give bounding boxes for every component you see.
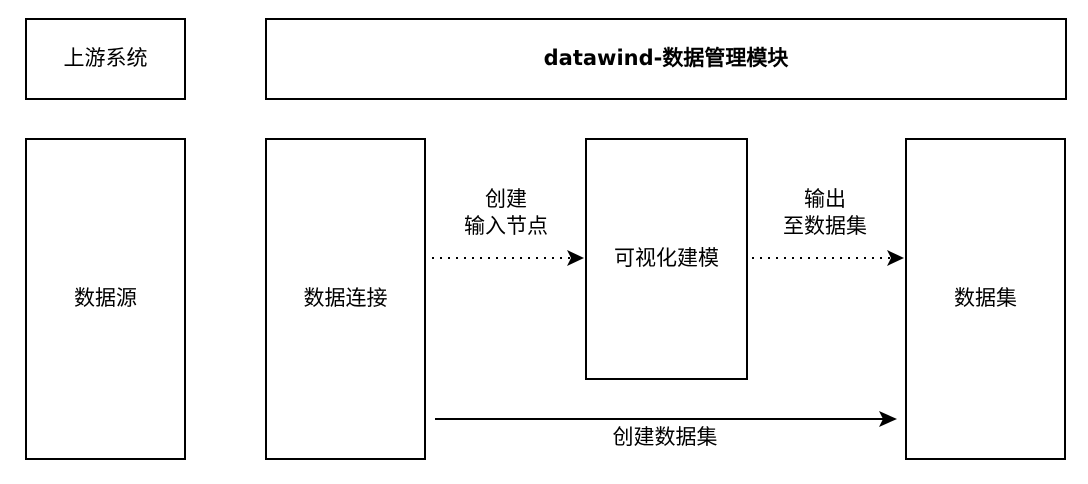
upstream-system-header: 上游系统: [25, 18, 186, 100]
arrowhead-connection-to-modeling: [567, 250, 584, 266]
node-visual-modeling-label: 可视化建模: [614, 246, 719, 271]
node-data-source-label: 数据源: [74, 286, 137, 311]
edge-label-create-dataset: 创建数据集: [565, 424, 765, 451]
edge-label-create-input-node-line-2: 输入节点: [464, 214, 548, 239]
node-data-source: 数据源: [25, 138, 186, 460]
node-data-connection: 数据连接: [265, 138, 426, 460]
node-dataset: 数据集: [905, 138, 1066, 460]
edge-label-output-to-dataset: 输出 至数据集: [755, 186, 895, 241]
edge-label-create-input-node: 创建 输入节点: [436, 186, 576, 241]
module-header-label: datawind-数据管理模块: [543, 46, 789, 71]
node-data-connection-label: 数据连接: [303, 286, 388, 311]
edge-label-output-to-dataset-line-2: 至数据集: [783, 214, 867, 239]
edge-label-create-dataset-text: 创建数据集: [612, 425, 718, 449]
arrowhead-modeling-to-dataset: [887, 250, 904, 266]
module-header: datawind-数据管理模块: [265, 18, 1067, 100]
upstream-system-label: 上游系统: [63, 46, 148, 71]
edge-label-output-to-dataset-line-1: 输出: [804, 187, 846, 211]
edge-label-create-input-node-line-1: 创建: [485, 187, 527, 211]
node-visual-modeling: 可视化建模: [585, 138, 748, 380]
arrowhead-connection-to-dataset: [879, 411, 897, 427]
node-dataset-label: 数据集: [954, 286, 1017, 311]
